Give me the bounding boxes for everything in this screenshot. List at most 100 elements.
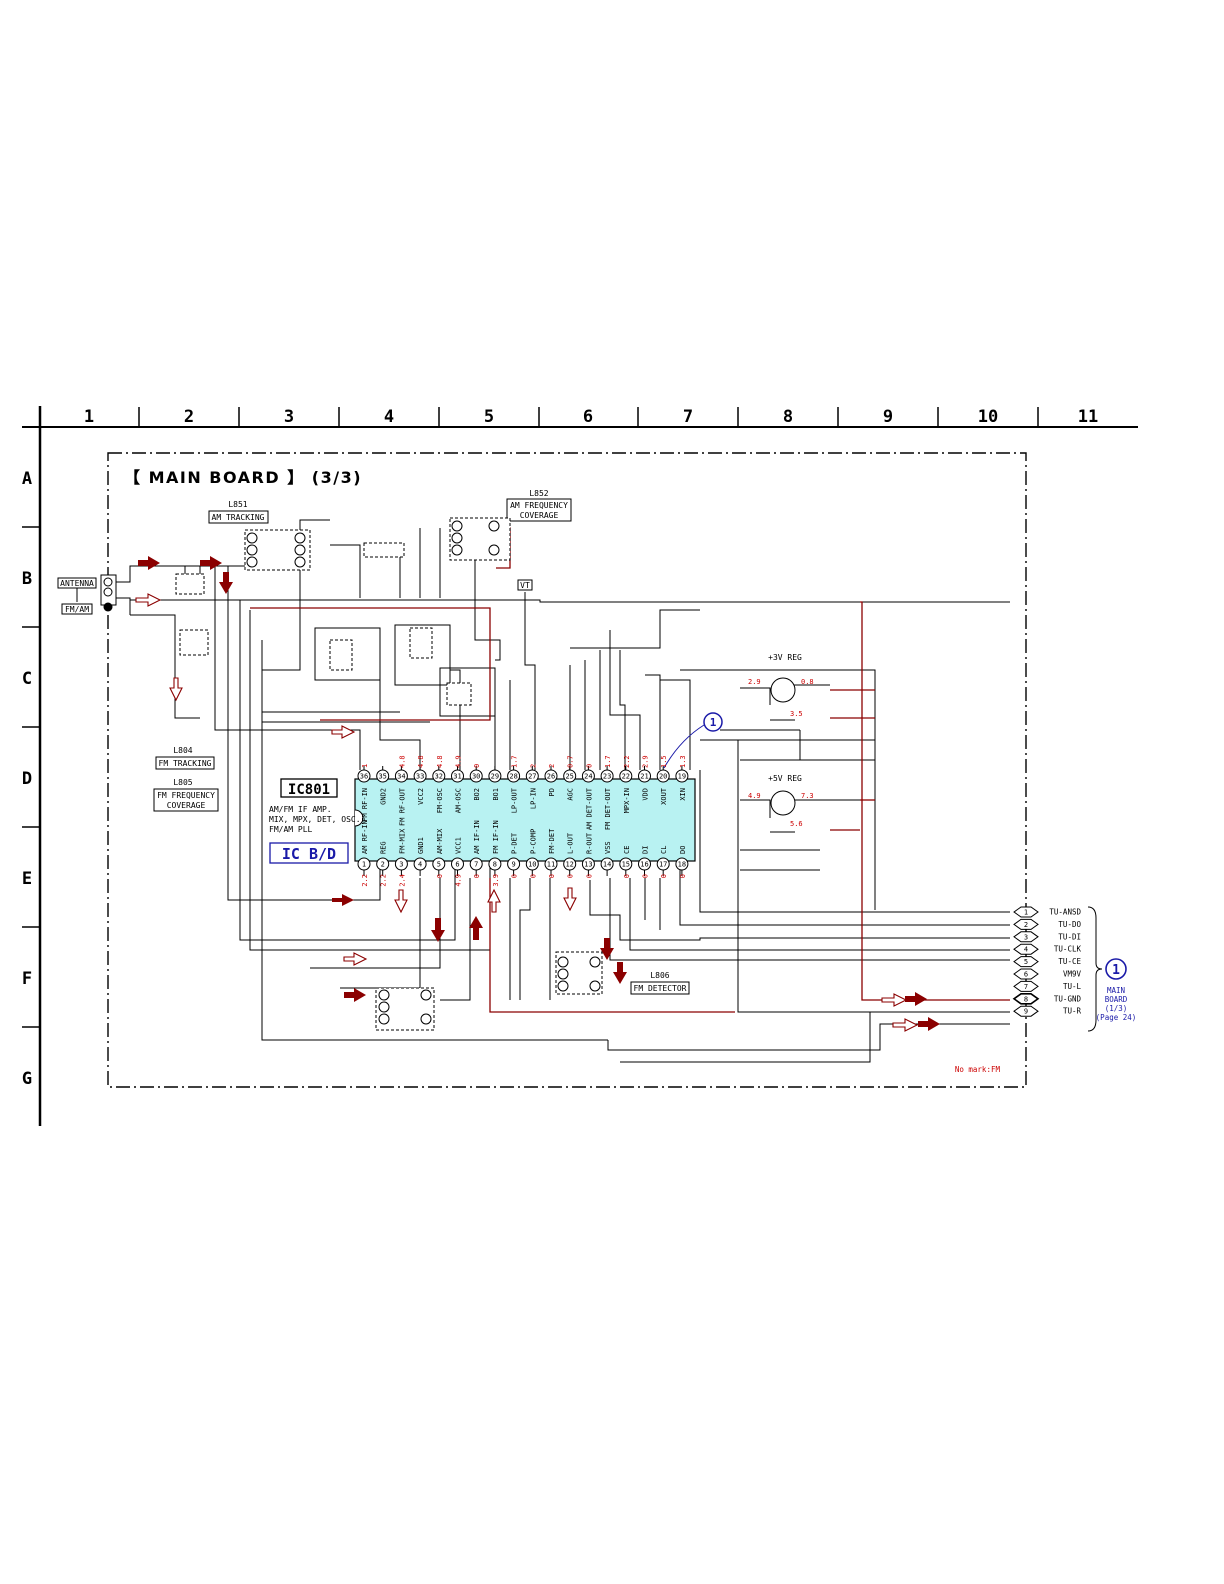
ic-pin-number: 11 <box>547 861 555 869</box>
ic-pin-name: R-OUT <box>585 832 593 854</box>
connector-pin-4 <box>1013 943 1039 955</box>
connector-pin-number: 3 <box>1024 933 1028 941</box>
ic-pin-13 <box>581 857 595 871</box>
ic-pin-5 <box>432 857 446 871</box>
board-title: 【 MAIN BOARD 】 (3/3) <box>124 468 362 487</box>
l806-coil <box>555 951 603 995</box>
ic-pin-name: AM IF-IN <box>473 820 481 854</box>
connector-pin-number: 6 <box>1024 971 1028 979</box>
ic-pin-voltage: 1.3 <box>679 755 687 768</box>
ic-pin-number: 29 <box>491 773 499 781</box>
connector-pin-6 <box>1013 968 1039 980</box>
reg5-label: +5V REG <box>768 774 802 783</box>
connector-pin-name: TU-R <box>1063 1007 1082 1016</box>
connector-pin-7 <box>1013 980 1039 992</box>
ic-pin-voltage: 4.8 <box>417 755 425 768</box>
ic-pin-4 <box>413 857 427 871</box>
ic-pin-14 <box>600 857 614 871</box>
ic-pin-name: P-DET <box>511 832 519 854</box>
grid-col-8: 8 <box>783 407 793 427</box>
arrow-fm <box>344 988 366 1002</box>
ic-pin-voltage: 4.8 <box>436 755 444 768</box>
grid-col-2: 2 <box>184 407 194 427</box>
connector-pin-name: TU-L <box>1063 982 1082 991</box>
ic-pin-29 <box>488 769 502 783</box>
ic-pin-name: LP-OUT <box>511 787 519 813</box>
ic-pin-number: 17 <box>659 861 667 869</box>
arrow-am <box>487 888 501 913</box>
ic-pin-voltage: 4.9 <box>455 874 463 887</box>
l852-label-2: COVERAGE <box>520 511 559 520</box>
connector-pin-2 <box>1013 918 1039 930</box>
ic-pin-name: FM RF-OUT <box>398 787 406 826</box>
ic-pin-number: 16 <box>640 861 648 869</box>
connector-pin-name: TU-DI <box>1058 932 1081 941</box>
target-mark: 1 <box>1112 963 1120 978</box>
connector-pin-name: TU-DO <box>1058 920 1081 929</box>
grid-col-4: 4 <box>384 407 394 427</box>
ref-mark-1: 1 <box>663 712 723 769</box>
ic-pin-voltage: 0 <box>679 874 687 878</box>
ic-pin-name: FM IF-IN <box>492 820 500 854</box>
board-outline <box>107 452 1027 1088</box>
ic-pin-voltage: 1.5 <box>660 755 668 768</box>
l804-coil <box>375 987 435 1031</box>
ic-pin-16 <box>638 857 651 871</box>
ic-pin-voltage: 2.2 <box>623 755 631 768</box>
arrow-fm <box>138 556 160 570</box>
ic-pin-voltage: 4.9 <box>455 755 463 768</box>
arrow-fm <box>905 992 927 1006</box>
l806: L806 FM DETECTOR <box>630 971 690 995</box>
grid-col-11: 11 <box>1078 407 1098 427</box>
connector-pin-name: TU-ANSD <box>1049 908 1081 917</box>
ic-pin-number: 30 <box>472 773 480 781</box>
target-line-3: (1/3) <box>1105 1004 1128 1013</box>
ic-pin-36 <box>357 769 371 783</box>
connector-pin-9 <box>1013 1005 1039 1017</box>
connector-pin-number: 7 <box>1024 983 1028 991</box>
antenna-jack: ANTENNA FM/AM <box>57 574 117 615</box>
ic801-desc-3: FM/AM PLL <box>269 825 313 834</box>
grid-row-D: D <box>22 769 32 789</box>
varicap-diodes <box>175 542 472 706</box>
grid-col-9: 9 <box>883 407 893 427</box>
ic-pin-name: DI <box>642 846 650 854</box>
vt-label: VT <box>520 581 530 590</box>
reg3-transistor: +3V REG <box>768 653 802 703</box>
ic-pin-name: XOUT <box>660 787 668 805</box>
ic-pin-15 <box>619 857 633 871</box>
ic-pin-12 <box>563 857 577 871</box>
ic-pin-number: 22 <box>622 773 630 781</box>
ic-pin-number: 32 <box>435 773 443 781</box>
ic-pin-name: LP-IN <box>529 788 537 809</box>
ic-pin-34 <box>394 769 408 783</box>
arrow-am <box>394 889 408 914</box>
ic-pin-11 <box>544 857 558 871</box>
ic-pin-voltage: 0 <box>567 874 575 878</box>
ic-pin-20 <box>656 769 670 783</box>
ic-pin-voltage: 4.8 <box>398 755 406 768</box>
grid-col-6: 6 <box>583 407 593 427</box>
ic-pin-number: 21 <box>640 773 648 781</box>
ic-pin-name: VCC2 <box>417 788 425 805</box>
main-board-target: 1 MAIN BOARD (1/3) (Page 24) <box>1096 958 1136 1022</box>
ic-pin-number: 5 <box>437 861 441 869</box>
arrow-fm <box>469 916 483 940</box>
arrow-fm <box>600 938 614 960</box>
ic-pin-number: 12 <box>565 861 573 869</box>
l851-ref: L851 <box>228 500 247 509</box>
ic-pin-name: L-OUT <box>567 832 575 854</box>
ic-pin-name: BO1 <box>492 788 500 801</box>
ic-pin-name: PD <box>548 788 556 796</box>
arrow-am <box>343 952 368 966</box>
ic-pin-number: 27 <box>528 773 536 781</box>
arrow-am <box>331 725 356 739</box>
ic-pin-27 <box>525 769 539 783</box>
ic-pin-number: 34 <box>397 773 405 781</box>
connector-pin-5 <box>1013 956 1039 968</box>
ic-pin-name: MPX-IN <box>623 788 631 813</box>
ic-pin-number: 25 <box>565 773 573 781</box>
reg3-vin: 2.9 <box>748 678 761 686</box>
l804-ref: L804 <box>173 746 192 755</box>
